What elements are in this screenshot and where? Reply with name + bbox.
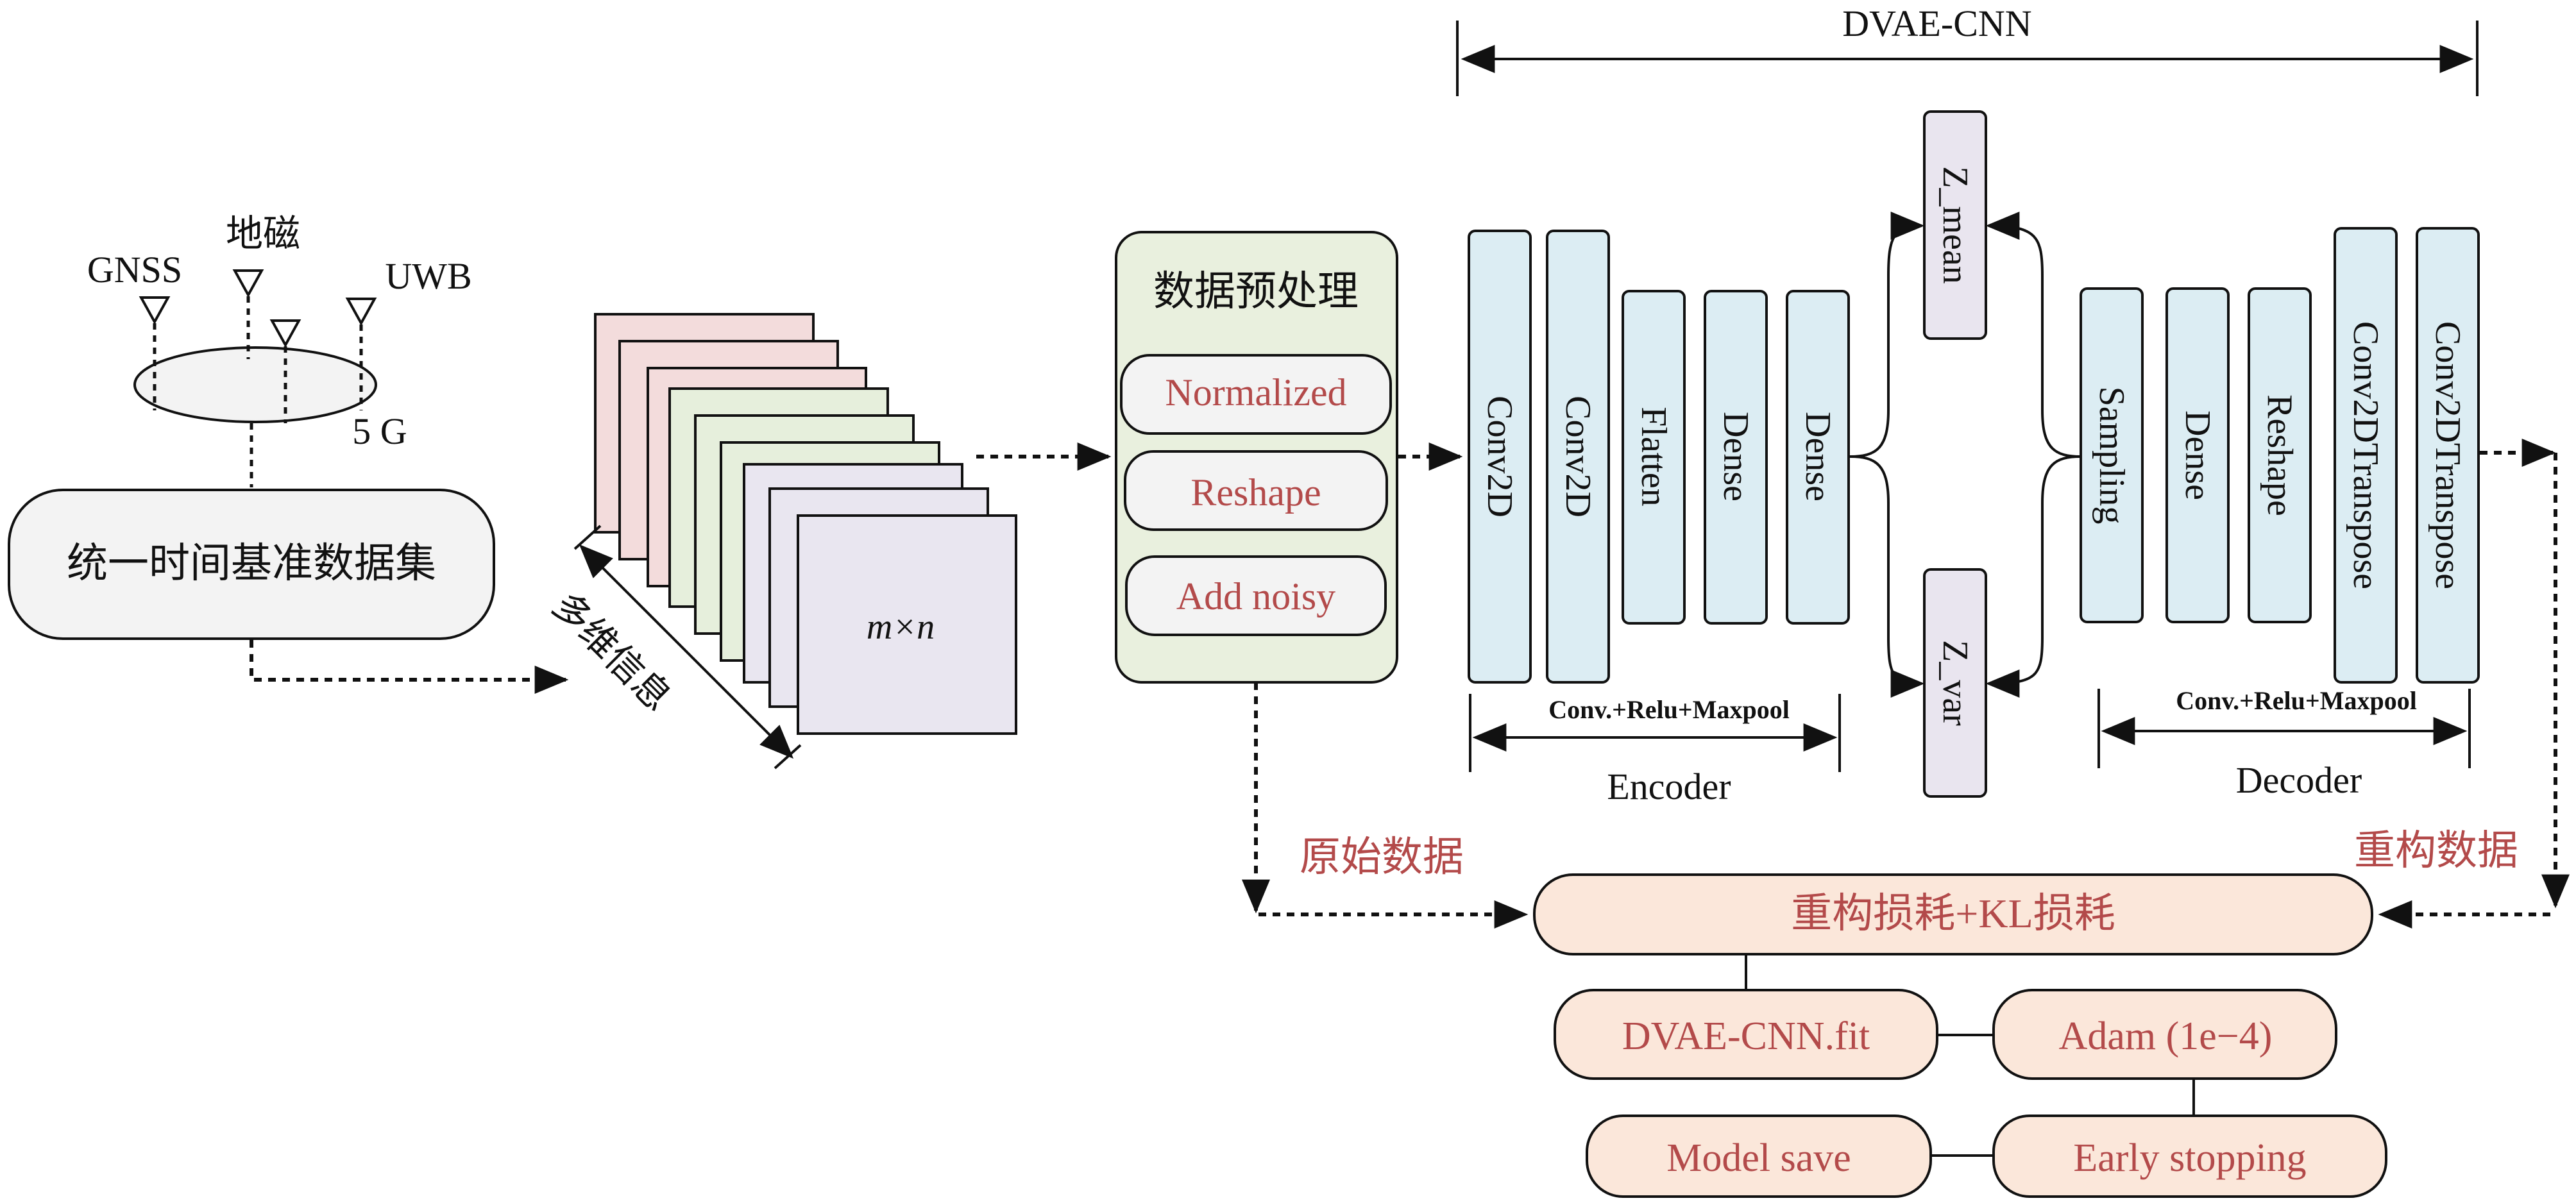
optimizer-label: Adam (1e−4) bbox=[2059, 1014, 2273, 1058]
svg-text:Sampling: Sampling bbox=[2092, 387, 2131, 525]
svg-text:Conv2D: Conv2D bbox=[1558, 396, 1598, 517]
gnss-label: GNSS bbox=[87, 249, 182, 290]
original-data-label: 原始数据 bbox=[1300, 834, 1464, 880]
early-stopping-label: Early stopping bbox=[2073, 1136, 2306, 1180]
gnss-antenna-icon bbox=[139, 296, 171, 325]
fit-label: DVAE-CNN.fit bbox=[1622, 1014, 1870, 1058]
fiveg-antenna-icon bbox=[269, 319, 301, 348]
svg-text:Dense: Dense bbox=[1798, 412, 1838, 501]
encoder-layer-conv2d-1 bbox=[1468, 230, 1532, 684]
encoder: Conv2D Conv2D Flatten Dense Dense Conv.+… bbox=[1468, 230, 1850, 807]
svg-text:Conv2DTranspose: Conv2DTranspose bbox=[2346, 321, 2385, 589]
preprocess-box: 数据预处理 Normalized Reshape Add noisy bbox=[1115, 231, 1398, 684]
encoder-layer-conv2d-2 bbox=[1546, 230, 1610, 684]
save-label: Model save bbox=[1666, 1136, 1851, 1180]
fiveg-label: 5 G bbox=[352, 410, 407, 452]
svg-text:Conv2DTranspose: Conv2DTranspose bbox=[2428, 321, 2468, 589]
preprocess-title: 数据预处理 bbox=[1153, 269, 1359, 314]
multi-info-label: 多维信息 bbox=[545, 584, 679, 719]
dataset-label: 统一时间基准数据集 bbox=[67, 541, 436, 586]
encoder-block-label: Conv.+Relu+Maxpool bbox=[1548, 695, 1790, 724]
decoder-layer-dense bbox=[2165, 287, 2230, 623]
svg-text:Dense: Dense bbox=[1716, 412, 1756, 501]
uwb-antenna-icon bbox=[345, 298, 377, 326]
preprocess-step-normalized: Normalized bbox=[1165, 371, 1346, 414]
decoder-layer-sampling bbox=[2080, 287, 2144, 623]
encoder-layer-dense-1 bbox=[1704, 290, 1768, 625]
training-block: 重构损耗+KL损耗 DVAE-CNN.fit Adam (1e−4) Model… bbox=[1533, 873, 2387, 1198]
decoder-label: Decoder bbox=[2236, 759, 2362, 801]
svg-text:Z_var: Z_var bbox=[1935, 640, 1975, 726]
decoder: Sampling Dense Reshape Conv2DTranspose C… bbox=[2080, 227, 2480, 801]
fit-box bbox=[1554, 989, 1938, 1080]
geomag-antenna-icon bbox=[232, 269, 264, 298]
encoder-layer-flatten bbox=[1622, 290, 1686, 625]
dataset-box: 统一时间基准数据集 bbox=[8, 489, 495, 640]
decoder-layer-conv2dtranspose-2 bbox=[2416, 227, 2480, 684]
decoder-layer-conv2dtranspose-1 bbox=[2334, 227, 2398, 684]
decoder-block-label: Conv.+Relu+Maxpool bbox=[2176, 686, 2417, 715]
encoder-layer-dense-2 bbox=[1786, 290, 1850, 625]
preprocess-step-add-noisy: Add noisy bbox=[1176, 575, 1335, 618]
data-frame-stack: m×n 多维信息 bbox=[545, 313, 1017, 770]
svg-text:Z_mean: Z_mean bbox=[1935, 166, 1975, 283]
save-box bbox=[1586, 1115, 1932, 1198]
sensor-group: GNSS 地磁 UWB 5 G bbox=[87, 213, 472, 487]
svg-text:Conv2D: Conv2D bbox=[1480, 396, 1520, 517]
decoder-layer-reshape bbox=[2248, 287, 2312, 623]
loss-label: 重构损耗+KL损耗 bbox=[1791, 891, 2115, 936]
matrix-label: m×n bbox=[867, 607, 935, 647]
early-stopping-box bbox=[1992, 1115, 2387, 1198]
encoder-label: Encoder bbox=[1607, 766, 1731, 807]
geomag-label: 地磁 bbox=[226, 213, 300, 255]
loss-box bbox=[1533, 873, 2373, 955]
sensor-ring bbox=[133, 346, 377, 423]
uwb-label: UWB bbox=[385, 255, 471, 297]
svg-text:Flatten: Flatten bbox=[1634, 407, 1674, 507]
title-span: DVAE-CNN bbox=[1456, 3, 2479, 96]
svg-text:Reshape: Reshape bbox=[2260, 394, 2300, 516]
svg-text:Dense: Dense bbox=[2178, 410, 2217, 500]
optimizer-box bbox=[1992, 989, 2337, 1080]
diagram-title: DVAE-CNN bbox=[1842, 3, 2031, 44]
preprocess-step-reshape: Reshape bbox=[1191, 471, 1321, 514]
latent: Z_mean Z_var bbox=[1849, 110, 2081, 798]
reconstructed-data-label: 重构数据 bbox=[2354, 828, 2518, 873]
